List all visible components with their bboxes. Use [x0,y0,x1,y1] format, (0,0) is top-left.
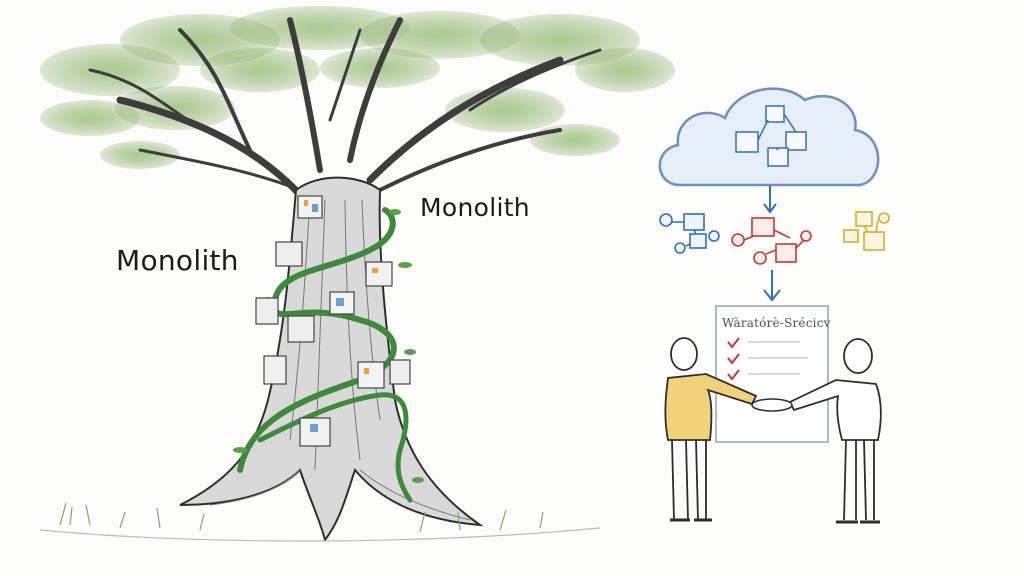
grass [39,502,601,542]
module-box [357,361,385,389]
module-box [389,359,411,385]
checkmark-icon [727,337,740,381]
clasped-hands [751,398,793,412]
microservice-icon [659,211,890,265]
module-box [365,261,393,287]
vine-lower [257,392,413,503]
module-box [297,195,323,219]
board-lines [748,341,808,375]
cloud-icon [658,87,880,187]
arrow-down-icon [763,186,781,302]
service-icon [765,105,785,123]
tree-trunk [179,176,484,543]
person-left [664,337,758,522]
cloud-services [735,105,807,167]
service-icon [735,131,759,153]
module-accents-blue [310,204,344,432]
whiteboard-title: Wàratórè-Srécicv [722,316,831,330]
cluster-blue [659,213,720,254]
module-box [287,315,315,343]
service-icon [767,147,789,167]
person-right [788,338,882,524]
module-box [299,417,331,447]
module-box [275,241,303,267]
module-accents [304,200,378,374]
handshake-icon [664,337,882,524]
whiteboard [715,305,829,443]
module-box [255,297,279,325]
tree-branches [88,17,602,204]
monolith-label-left: Monolith [116,244,239,277]
service-icon [785,131,807,151]
vine-icon [237,207,397,473]
tree-icon [39,6,675,543]
cluster-yellow [843,211,890,251]
module-box [263,355,287,385]
cluster-red [731,217,812,265]
monolith-label-right: Monolith [420,193,530,222]
